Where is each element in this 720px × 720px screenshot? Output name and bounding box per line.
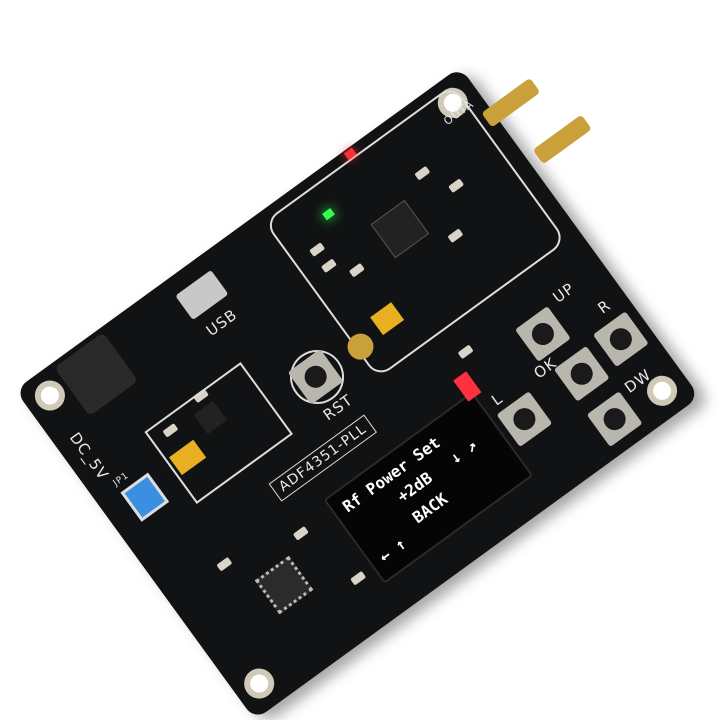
sma-connector bbox=[532, 114, 592, 165]
right-button[interactable] bbox=[592, 311, 649, 368]
smd-component bbox=[292, 526, 309, 541]
ok-button[interactable] bbox=[553, 345, 610, 402]
oled-arrows-right: ↓ ↗ bbox=[446, 435, 481, 468]
pcb-board: DC_5V USB OUTA RST JP1 ADF4351-PLL Rf Po… bbox=[15, 66, 700, 720]
oled-tab bbox=[453, 371, 482, 402]
dc-5v-label: DC_5V bbox=[65, 428, 113, 484]
smd-component bbox=[457, 344, 474, 360]
mounting-hole bbox=[238, 662, 281, 705]
dc-power-jack bbox=[54, 332, 139, 417]
oled-arrows-left: ← ↑ bbox=[375, 533, 410, 567]
usb-label: USB bbox=[202, 305, 241, 340]
smd-component bbox=[216, 556, 233, 572]
smd-component bbox=[350, 570, 367, 586]
right-label: R bbox=[594, 296, 615, 318]
left-label: L bbox=[488, 389, 507, 410]
microcontroller-chip bbox=[254, 555, 314, 615]
up-label: UP bbox=[549, 279, 578, 307]
down-button[interactable] bbox=[586, 391, 643, 448]
sma-connector bbox=[481, 77, 541, 128]
up-button[interactable] bbox=[514, 306, 571, 362]
